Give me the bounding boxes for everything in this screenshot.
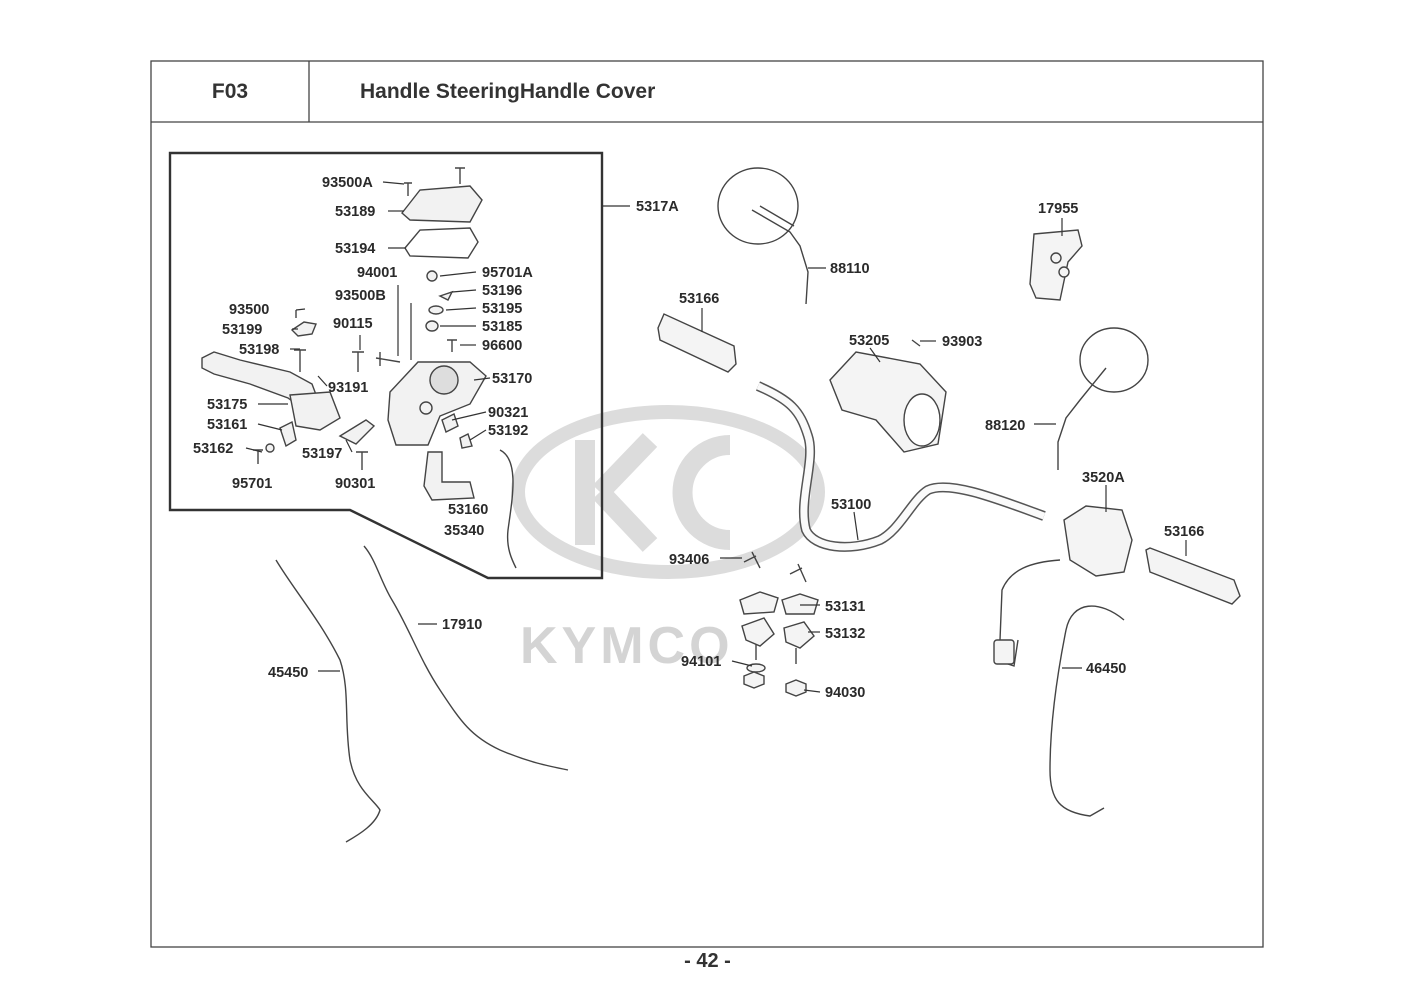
callout-46450: 46450 bbox=[1086, 661, 1126, 677]
callout-53132: 53132 bbox=[825, 626, 865, 642]
watermark-brand: KYMCO bbox=[520, 617, 734, 675]
callout-53160: 53160 bbox=[448, 502, 488, 518]
callout-53185: 53185 bbox=[482, 319, 522, 335]
callout-17910: 17910 bbox=[442, 617, 482, 633]
callout-53175: 53175 bbox=[207, 397, 247, 413]
callout-35340: 35340 bbox=[444, 523, 484, 539]
callout-95701A: 95701A bbox=[482, 265, 533, 281]
section-code: F03 bbox=[211, 79, 249, 103]
brake-inset-frame bbox=[168, 151, 604, 580]
callout-53131: 53131 bbox=[825, 599, 865, 615]
callout-93500A: 93500A bbox=[322, 175, 373, 191]
callout-53194: 53194 bbox=[335, 241, 375, 257]
page-number: - 42 - bbox=[684, 950, 731, 972]
callout-53192: 53192 bbox=[488, 423, 528, 439]
callout-53100: 53100 bbox=[831, 497, 871, 513]
callout-53162: 53162 bbox=[193, 441, 233, 457]
callout-53195: 53195 bbox=[482, 301, 522, 317]
callout-88110: 88110 bbox=[830, 261, 870, 277]
callout-94101: 94101 bbox=[681, 654, 721, 670]
callout-53161: 53161 bbox=[207, 417, 247, 433]
callout-53198: 53198 bbox=[239, 342, 279, 358]
page-title: Handle SteeringHandle Cover bbox=[360, 79, 656, 103]
callout-93903: 93903 bbox=[942, 334, 982, 350]
callout-93191: 93191 bbox=[328, 380, 368, 396]
main-parts bbox=[275, 167, 1241, 843]
kymco-watermark-logo: KYMCO bbox=[511, 405, 825, 675]
callout-90301: 90301 bbox=[335, 476, 375, 492]
brake-master-cylinder-parts bbox=[201, 167, 517, 569]
callout-96600: 96600 bbox=[482, 338, 522, 354]
callout-17955: 17955 bbox=[1038, 201, 1078, 217]
callout-94030: 94030 bbox=[825, 685, 865, 701]
leader-lines bbox=[245, 181, 1187, 693]
callout-95701: 95701 bbox=[232, 476, 272, 492]
callout-53166-right: 53166 bbox=[1164, 524, 1204, 540]
callout-45450: 45450 bbox=[268, 665, 308, 681]
callout-53205: 53205 bbox=[849, 333, 889, 349]
callout-53166-left: 53166 bbox=[679, 291, 719, 307]
callout-5317A: 5317A bbox=[636, 199, 679, 215]
callout-53196: 53196 bbox=[482, 283, 522, 299]
callout-93500B: 93500B bbox=[335, 288, 386, 304]
callout-53189: 53189 bbox=[335, 204, 375, 220]
callout-94001: 94001 bbox=[357, 265, 397, 281]
callout-90321: 90321 bbox=[488, 405, 528, 421]
callout-90115: 90115 bbox=[333, 316, 373, 332]
callout-3520A: 3520A bbox=[1082, 470, 1125, 486]
callout-53197: 53197 bbox=[302, 446, 342, 462]
callout-53170: 53170 bbox=[492, 371, 532, 387]
callout-93500: 93500 bbox=[229, 302, 269, 318]
page-frame bbox=[150, 60, 1264, 948]
callout-88120: 88120 bbox=[985, 418, 1025, 434]
callout-53199: 53199 bbox=[222, 322, 262, 338]
callout-93406: 93406 bbox=[669, 552, 709, 568]
callout-labels: 93500A 53189 53194 94001 95701A 53196 93… bbox=[193, 175, 1204, 701]
